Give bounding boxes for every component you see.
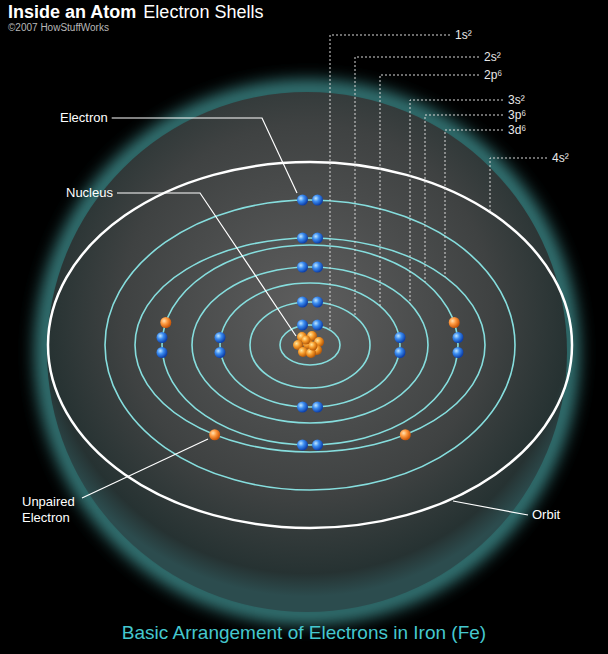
electron bbox=[312, 297, 323, 308]
unpaired-electron bbox=[160, 317, 171, 328]
electron-group bbox=[157, 195, 464, 451]
orbit-group bbox=[48, 162, 572, 528]
electron bbox=[453, 347, 464, 358]
shell-leader bbox=[355, 57, 479, 317]
electron bbox=[297, 297, 308, 308]
electron bbox=[312, 262, 323, 273]
shell-leader bbox=[490, 158, 547, 212]
electron bbox=[297, 262, 308, 273]
part-label: Unpaired Electron bbox=[22, 494, 86, 525]
shell-orbit bbox=[250, 302, 370, 388]
electron bbox=[297, 440, 308, 451]
nucleon bbox=[309, 342, 318, 351]
diagram-title: Inside an Atom bbox=[8, 2, 136, 24]
shell-label: 2s² bbox=[484, 50, 501, 64]
electron bbox=[312, 440, 323, 451]
shell-label: 4s² bbox=[552, 151, 569, 165]
shell-orbit bbox=[105, 200, 515, 490]
shell-label: 1s² bbox=[455, 28, 472, 42]
leader-line bbox=[82, 439, 208, 498]
unpaired-electron bbox=[209, 429, 220, 440]
unpaired-electron bbox=[449, 317, 460, 328]
shell-orbit bbox=[192, 267, 428, 423]
electron bbox=[297, 402, 308, 413]
electron bbox=[453, 332, 464, 343]
shell-orbit bbox=[220, 283, 400, 407]
shell-leader bbox=[425, 115, 503, 282]
copyright-note: ©2007 HowStuffWorks bbox=[8, 22, 109, 34]
atom-sphere bbox=[47, 92, 567, 612]
part-label: Orbit bbox=[532, 507, 560, 523]
nucleus-cluster bbox=[293, 331, 324, 358]
electron bbox=[297, 320, 308, 331]
shell-orbit bbox=[135, 238, 485, 452]
sphere-glow bbox=[45, 90, 569, 614]
part-label: Nucleus bbox=[66, 185, 113, 201]
caption: Basic Arrangement of Electrons in Iron (… bbox=[0, 622, 608, 645]
part-label: Electron bbox=[60, 110, 108, 126]
leader-line bbox=[112, 118, 297, 193]
leader-line bbox=[117, 193, 296, 336]
leader-line bbox=[453, 501, 528, 515]
electron bbox=[157, 347, 168, 358]
shell-label: 3p⁶ bbox=[508, 108, 526, 122]
nucleon bbox=[302, 336, 311, 345]
shell-leader bbox=[445, 130, 503, 277]
shell-orbit bbox=[162, 245, 458, 445]
electron bbox=[395, 347, 406, 358]
leader-group bbox=[82, 35, 547, 515]
electron bbox=[215, 347, 226, 358]
electron bbox=[297, 195, 308, 206]
shell-label: 3d⁶ bbox=[508, 123, 526, 137]
subtitle: Electron Shells bbox=[143, 2, 263, 24]
shell-label: 3s² bbox=[508, 93, 525, 107]
unpaired-electron bbox=[400, 429, 411, 440]
electron bbox=[157, 332, 168, 343]
outer-orbit bbox=[48, 162, 572, 528]
shell-label: 2p⁶ bbox=[484, 68, 502, 82]
electron bbox=[297, 233, 308, 244]
electron bbox=[215, 332, 226, 343]
electron bbox=[395, 332, 406, 343]
shell-leader bbox=[330, 35, 450, 330]
electron bbox=[312, 402, 323, 413]
electron bbox=[312, 320, 323, 331]
electron bbox=[312, 233, 323, 244]
electron bbox=[312, 195, 323, 206]
shell-leader bbox=[410, 100, 503, 304]
shell-orbit bbox=[280, 325, 340, 365]
header-row: Inside an Atom Electron Shells bbox=[8, 2, 263, 24]
shell-leader bbox=[380, 75, 479, 306]
